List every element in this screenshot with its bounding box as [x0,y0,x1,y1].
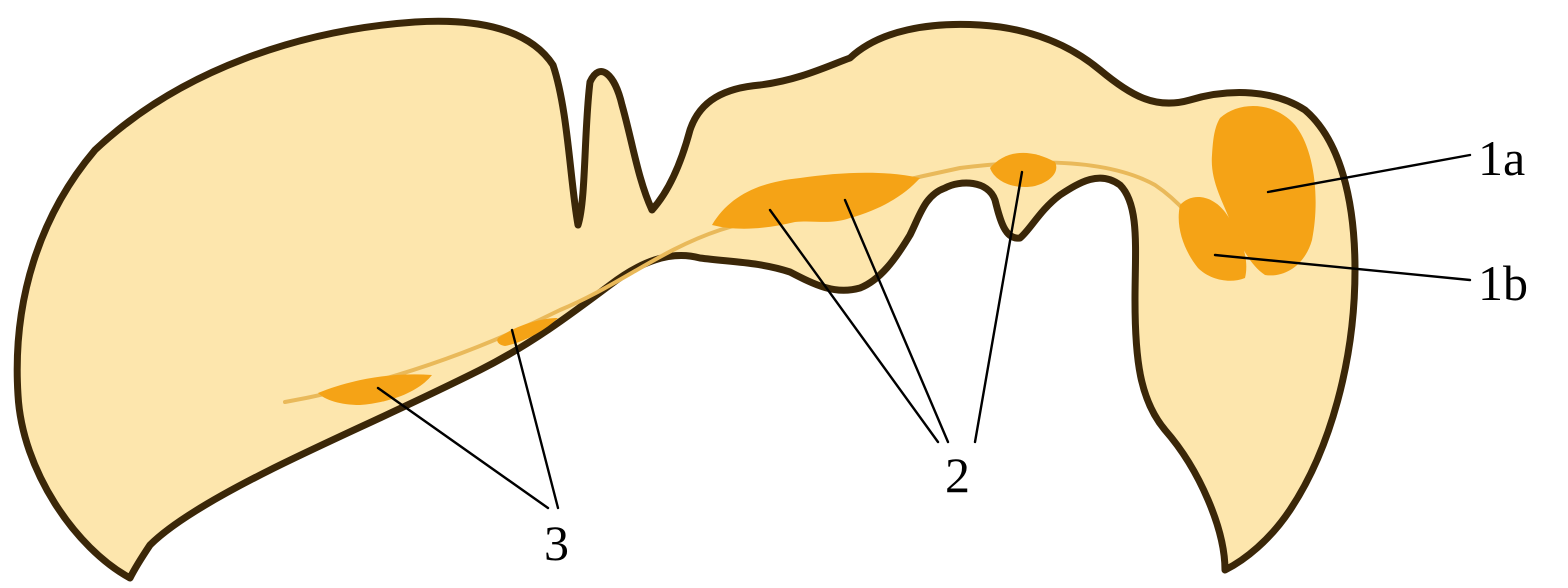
label-1a: 1a [1478,130,1525,186]
label-1b: 1b [1478,255,1528,311]
section-outline [17,21,1355,578]
label-2: 2 [945,447,970,503]
label-3: 3 [544,515,569,571]
leader-3-a [378,388,548,508]
leader-3-b [512,330,558,508]
